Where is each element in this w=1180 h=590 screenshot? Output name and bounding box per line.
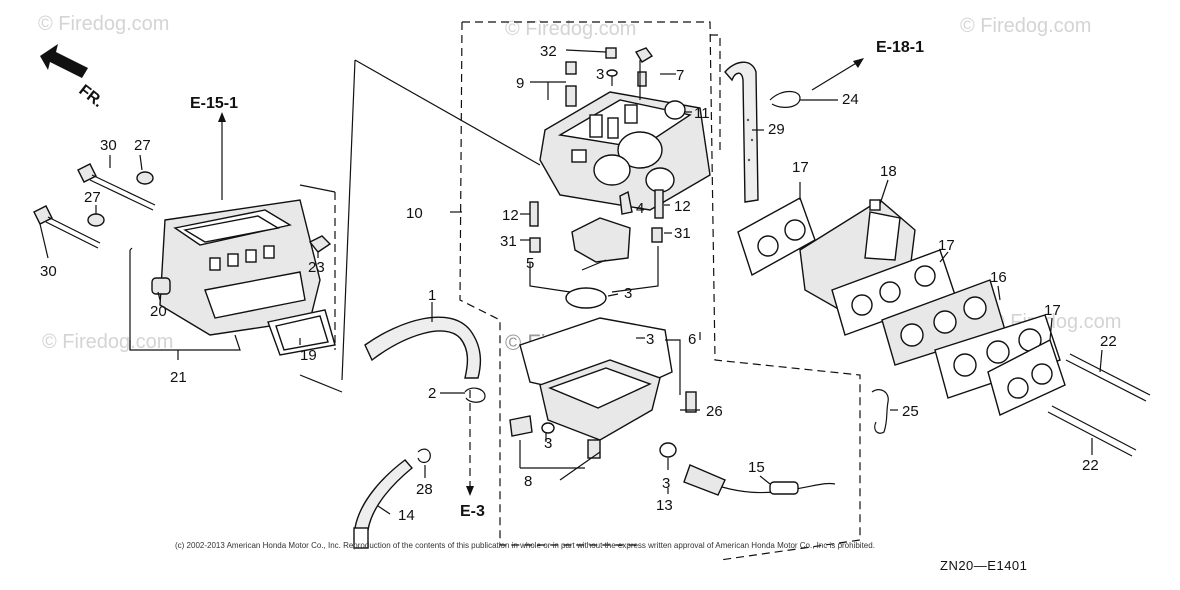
callout-13: 13 <box>656 497 673 514</box>
callout-17-top: 17 <box>792 159 809 176</box>
spring-31-right <box>651 227 663 243</box>
copyright-notice: (c) 2002-2013 American Honda Motor Co., … <box>175 541 875 550</box>
clip-2 <box>464 387 486 403</box>
callout-30-lower: 30 <box>40 263 57 280</box>
callout-27-upper: 27 <box>134 137 151 154</box>
callout-30-upper: 30 <box>100 137 117 154</box>
bolt-30-upper <box>77 163 156 211</box>
screw-9 <box>565 61 577 75</box>
callout-14: 14 <box>398 507 415 524</box>
callout-22-upper: 22 <box>1100 333 1117 350</box>
drain-screw-8 <box>509 415 533 437</box>
ref-arrow-e18 <box>811 61 859 91</box>
callout-17-mid: 17 <box>938 237 955 254</box>
nut-23 <box>308 235 332 253</box>
spring-31-left <box>529 237 541 253</box>
watermark-top-left: © Firedog.com <box>38 13 169 35</box>
callout-31-right: 31 <box>674 225 691 242</box>
callout-12-right: 12 <box>674 198 691 215</box>
o-ring-3 <box>565 287 607 309</box>
callout-32: 32 <box>540 43 557 60</box>
callout-15: 15 <box>748 459 765 476</box>
direction-label: FR. <box>76 82 107 111</box>
needle-12-right <box>654 189 664 219</box>
callout-22-lower: 22 <box>1082 457 1099 474</box>
nut-27-lower <box>87 213 105 227</box>
gasket-17-last <box>987 339 1066 416</box>
air-inlet-assembly <box>159 199 321 336</box>
watermark-top-center: © Firedog.com <box>505 18 636 40</box>
hose-1 <box>364 316 482 379</box>
watermark-mid-left: © Firedog.com <box>42 331 173 353</box>
watermark-top-right: © Firedog.com <box>960 15 1091 37</box>
callout-16: 16 <box>990 269 1007 286</box>
hose-29 <box>724 61 759 203</box>
nut-7 <box>634 47 654 63</box>
washer-3-bowl <box>541 422 555 434</box>
section-ref-e15: E-15-1 <box>190 95 238 112</box>
clip-24 <box>769 90 801 108</box>
callout-2: 2 <box>428 385 436 402</box>
callout-17-bottom: 17 <box>1044 302 1061 319</box>
stud-22-lower <box>1047 405 1137 457</box>
nut-27-upper <box>136 171 154 185</box>
callout-7: 7 <box>676 67 684 84</box>
callout-11: 11 <box>694 105 710 122</box>
callout-10: 10 <box>406 205 423 222</box>
solenoid-13 <box>683 464 726 496</box>
callout-28: 28 <box>416 481 433 498</box>
section-ref-e18: E-18-1 <box>876 39 924 56</box>
screw-32 <box>605 47 617 59</box>
callout-29: 29 <box>768 121 785 138</box>
callout-24: 24 <box>842 91 859 108</box>
collar-20 <box>151 277 171 295</box>
callout-1: 1 <box>428 287 436 304</box>
callout-18: 18 <box>880 163 897 180</box>
float-5 <box>571 217 631 263</box>
callout-26: 26 <box>706 403 723 420</box>
callout-9: 9 <box>516 75 524 92</box>
callout-4: 4 <box>636 200 644 217</box>
callout-12-left: 12 <box>502 207 519 224</box>
callout-20: 20 <box>150 303 167 320</box>
section-ref-e3: E-3 <box>460 503 485 520</box>
callout-3-oring: 3 <box>624 285 632 302</box>
diagram-code: ZN20—E1401 <box>940 558 1027 573</box>
float-chamber <box>519 317 673 459</box>
bolt-30-lower <box>33 205 101 249</box>
callout-21: 21 <box>170 369 187 386</box>
clip-25 <box>871 389 889 434</box>
hose-14 <box>354 459 414 531</box>
callout-5: 5 <box>526 255 534 272</box>
callout-25: 25 <box>902 403 919 420</box>
callout-27-lower: 27 <box>84 189 101 206</box>
callout-19: 19 <box>300 347 317 364</box>
stud-22-upper <box>1065 353 1151 402</box>
needle-12-left <box>529 201 539 227</box>
valve-4 <box>619 190 633 215</box>
gasket-17-mid <box>831 249 956 336</box>
screw-26 <box>685 391 697 413</box>
front-direction-arrow-icon: FR. <box>40 44 106 111</box>
seal-11 <box>664 100 686 120</box>
gasket-17-top <box>737 196 816 277</box>
washer-3 <box>606 69 618 77</box>
callout-6: 6 <box>688 331 696 348</box>
callout-3-drain: 3 <box>544 435 552 452</box>
callout-8: 8 <box>524 473 532 490</box>
carburetor-body <box>539 91 711 211</box>
callout-23: 23 <box>308 259 325 276</box>
callout-3-top: 3 <box>596 66 604 83</box>
callout-3-solenoid: 3 <box>662 475 670 492</box>
callout-31-left: 31 <box>500 233 517 250</box>
callout-3-bowl: 3 <box>646 331 654 348</box>
clip-28 <box>417 448 431 464</box>
washer-3-solenoid <box>659 442 677 458</box>
